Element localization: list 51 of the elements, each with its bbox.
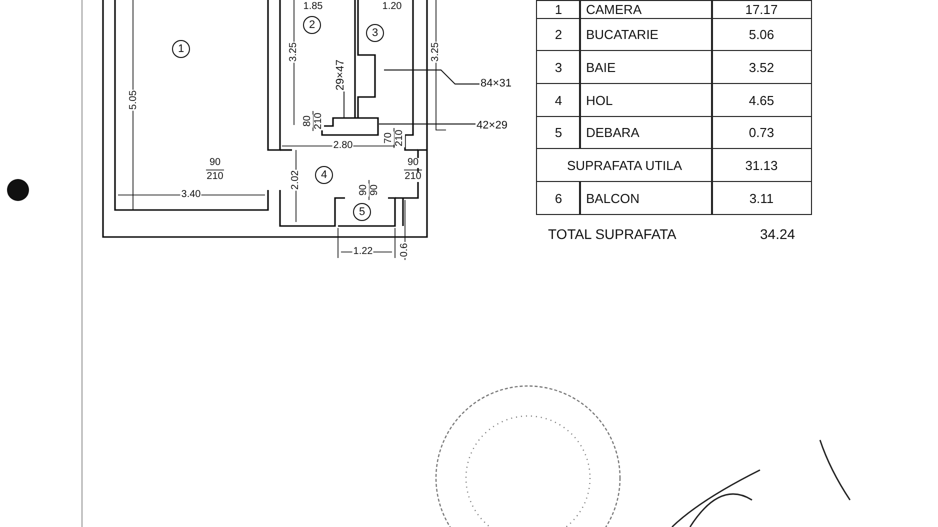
dimension-label: 1.22 — [352, 247, 374, 257]
table-cell: 0.73 — [711, 116, 812, 149]
room-number: 4 — [315, 166, 333, 184]
room-number: 3 — [366, 24, 384, 42]
dimension-label: 3.25 — [289, 41, 299, 63]
table-cell: BALCON — [579, 181, 713, 215]
total-text: TOTAL SUPRAFATA — [548, 226, 676, 242]
table-cell: HOL — [579, 83, 713, 117]
dimension-label: 210 — [314, 112, 324, 130]
dimension-label: 2.80 — [332, 141, 354, 151]
total-text: 34.24 — [760, 226, 796, 242]
table-cell: 6 — [536, 181, 581, 215]
dimension-label: 90 — [208, 158, 222, 168]
dimension-label: 70 — [384, 131, 394, 145]
dimension-label: 1.20 — [381, 2, 403, 12]
table-cell: 31.13 — [711, 148, 812, 182]
table-cell: 17.17 — [711, 0, 812, 19]
table-cell: 4.65 — [711, 83, 812, 117]
opening-size: 84×31 — [480, 78, 512, 90]
table-cell: 4 — [536, 83, 581, 117]
table-cell: 3 — [536, 50, 581, 84]
room-number: 5 — [353, 203, 371, 221]
dimension-label: 90 — [359, 183, 369, 197]
dimension-label: 210 — [404, 172, 422, 182]
table-cell: BUCATARIE — [579, 18, 713, 51]
dimension-label: 5.05 — [129, 89, 139, 111]
table-cell: 1 — [536, 0, 581, 19]
dimension-label: 90 — [370, 183, 380, 197]
dimension-label: 210 — [395, 128, 405, 148]
room-number: 2 — [303, 16, 321, 34]
table-cell: 5.06 — [711, 18, 812, 51]
dimension-label: 210 — [206, 172, 224, 182]
dimension-label: 90 — [406, 158, 420, 168]
dimension-label: 80 — [303, 114, 313, 128]
dimension-label: 3.25 — [431, 41, 441, 63]
table-cell: BAIE — [579, 50, 713, 84]
table-cell: 3.52 — [711, 50, 812, 84]
table-cell: CAMERA — [579, 0, 713, 19]
table-cell: 3.11 — [711, 181, 812, 215]
opening-size: 29×47 — [336, 58, 346, 92]
table-cell: 2 — [536, 18, 581, 51]
opening-size: 42×29 — [476, 120, 508, 132]
dimension-label: 2.02 — [291, 169, 301, 191]
leader-line — [384, 70, 480, 84]
table-cell: SUPRAFATA UTILA — [536, 148, 713, 182]
dimension-label: 0.6 — [400, 242, 410, 258]
room-number: 1 — [172, 40, 190, 58]
table-cell: DEBARA — [579, 116, 713, 149]
table-cell: 5 — [536, 116, 581, 149]
dimension-label: 3.40 — [180, 190, 202, 200]
dimension-label: 1.85 — [302, 2, 324, 12]
